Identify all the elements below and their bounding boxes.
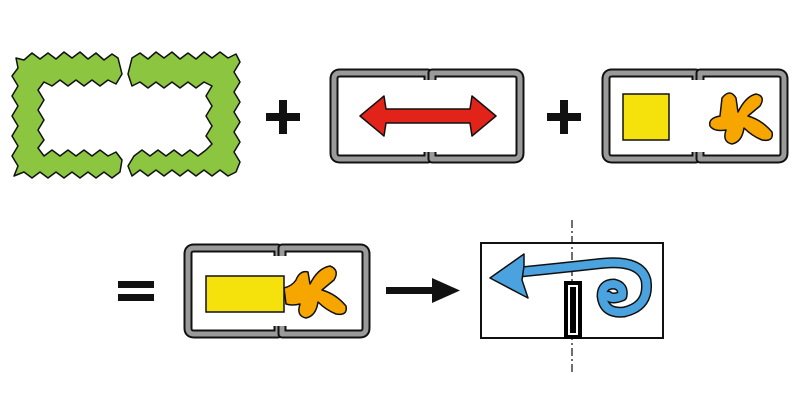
frame-right — [697, 70, 787, 162]
yellow-square-icon — [622, 93, 670, 141]
merged-shape-frame-pair — [183, 243, 371, 339]
double-arrow-icon — [359, 95, 497, 137]
hedge-frame-pair — [11, 51, 241, 179]
hedge-left-bracket — [11, 51, 123, 179]
equals-sign — [118, 281, 154, 301]
square-and-blob-frame-pair — [601, 68, 789, 164]
right-arrow — [386, 278, 460, 303]
elongated-yellow-bar-icon — [205, 275, 285, 313]
plus-sign — [547, 100, 581, 134]
double-arrow-frame-pair — [329, 68, 525, 164]
wind-arrowhead — [489, 253, 529, 299]
merged-orange-blob-icon — [283, 265, 348, 319]
wind-spiral-panel — [480, 220, 664, 372]
frame-left — [603, 70, 699, 162]
frame-left — [185, 245, 281, 337]
hedge-right-bracket — [127, 51, 241, 177]
plus-sign — [266, 100, 300, 134]
frame-right — [279, 245, 369, 337]
orange-blob-icon — [708, 92, 774, 145]
